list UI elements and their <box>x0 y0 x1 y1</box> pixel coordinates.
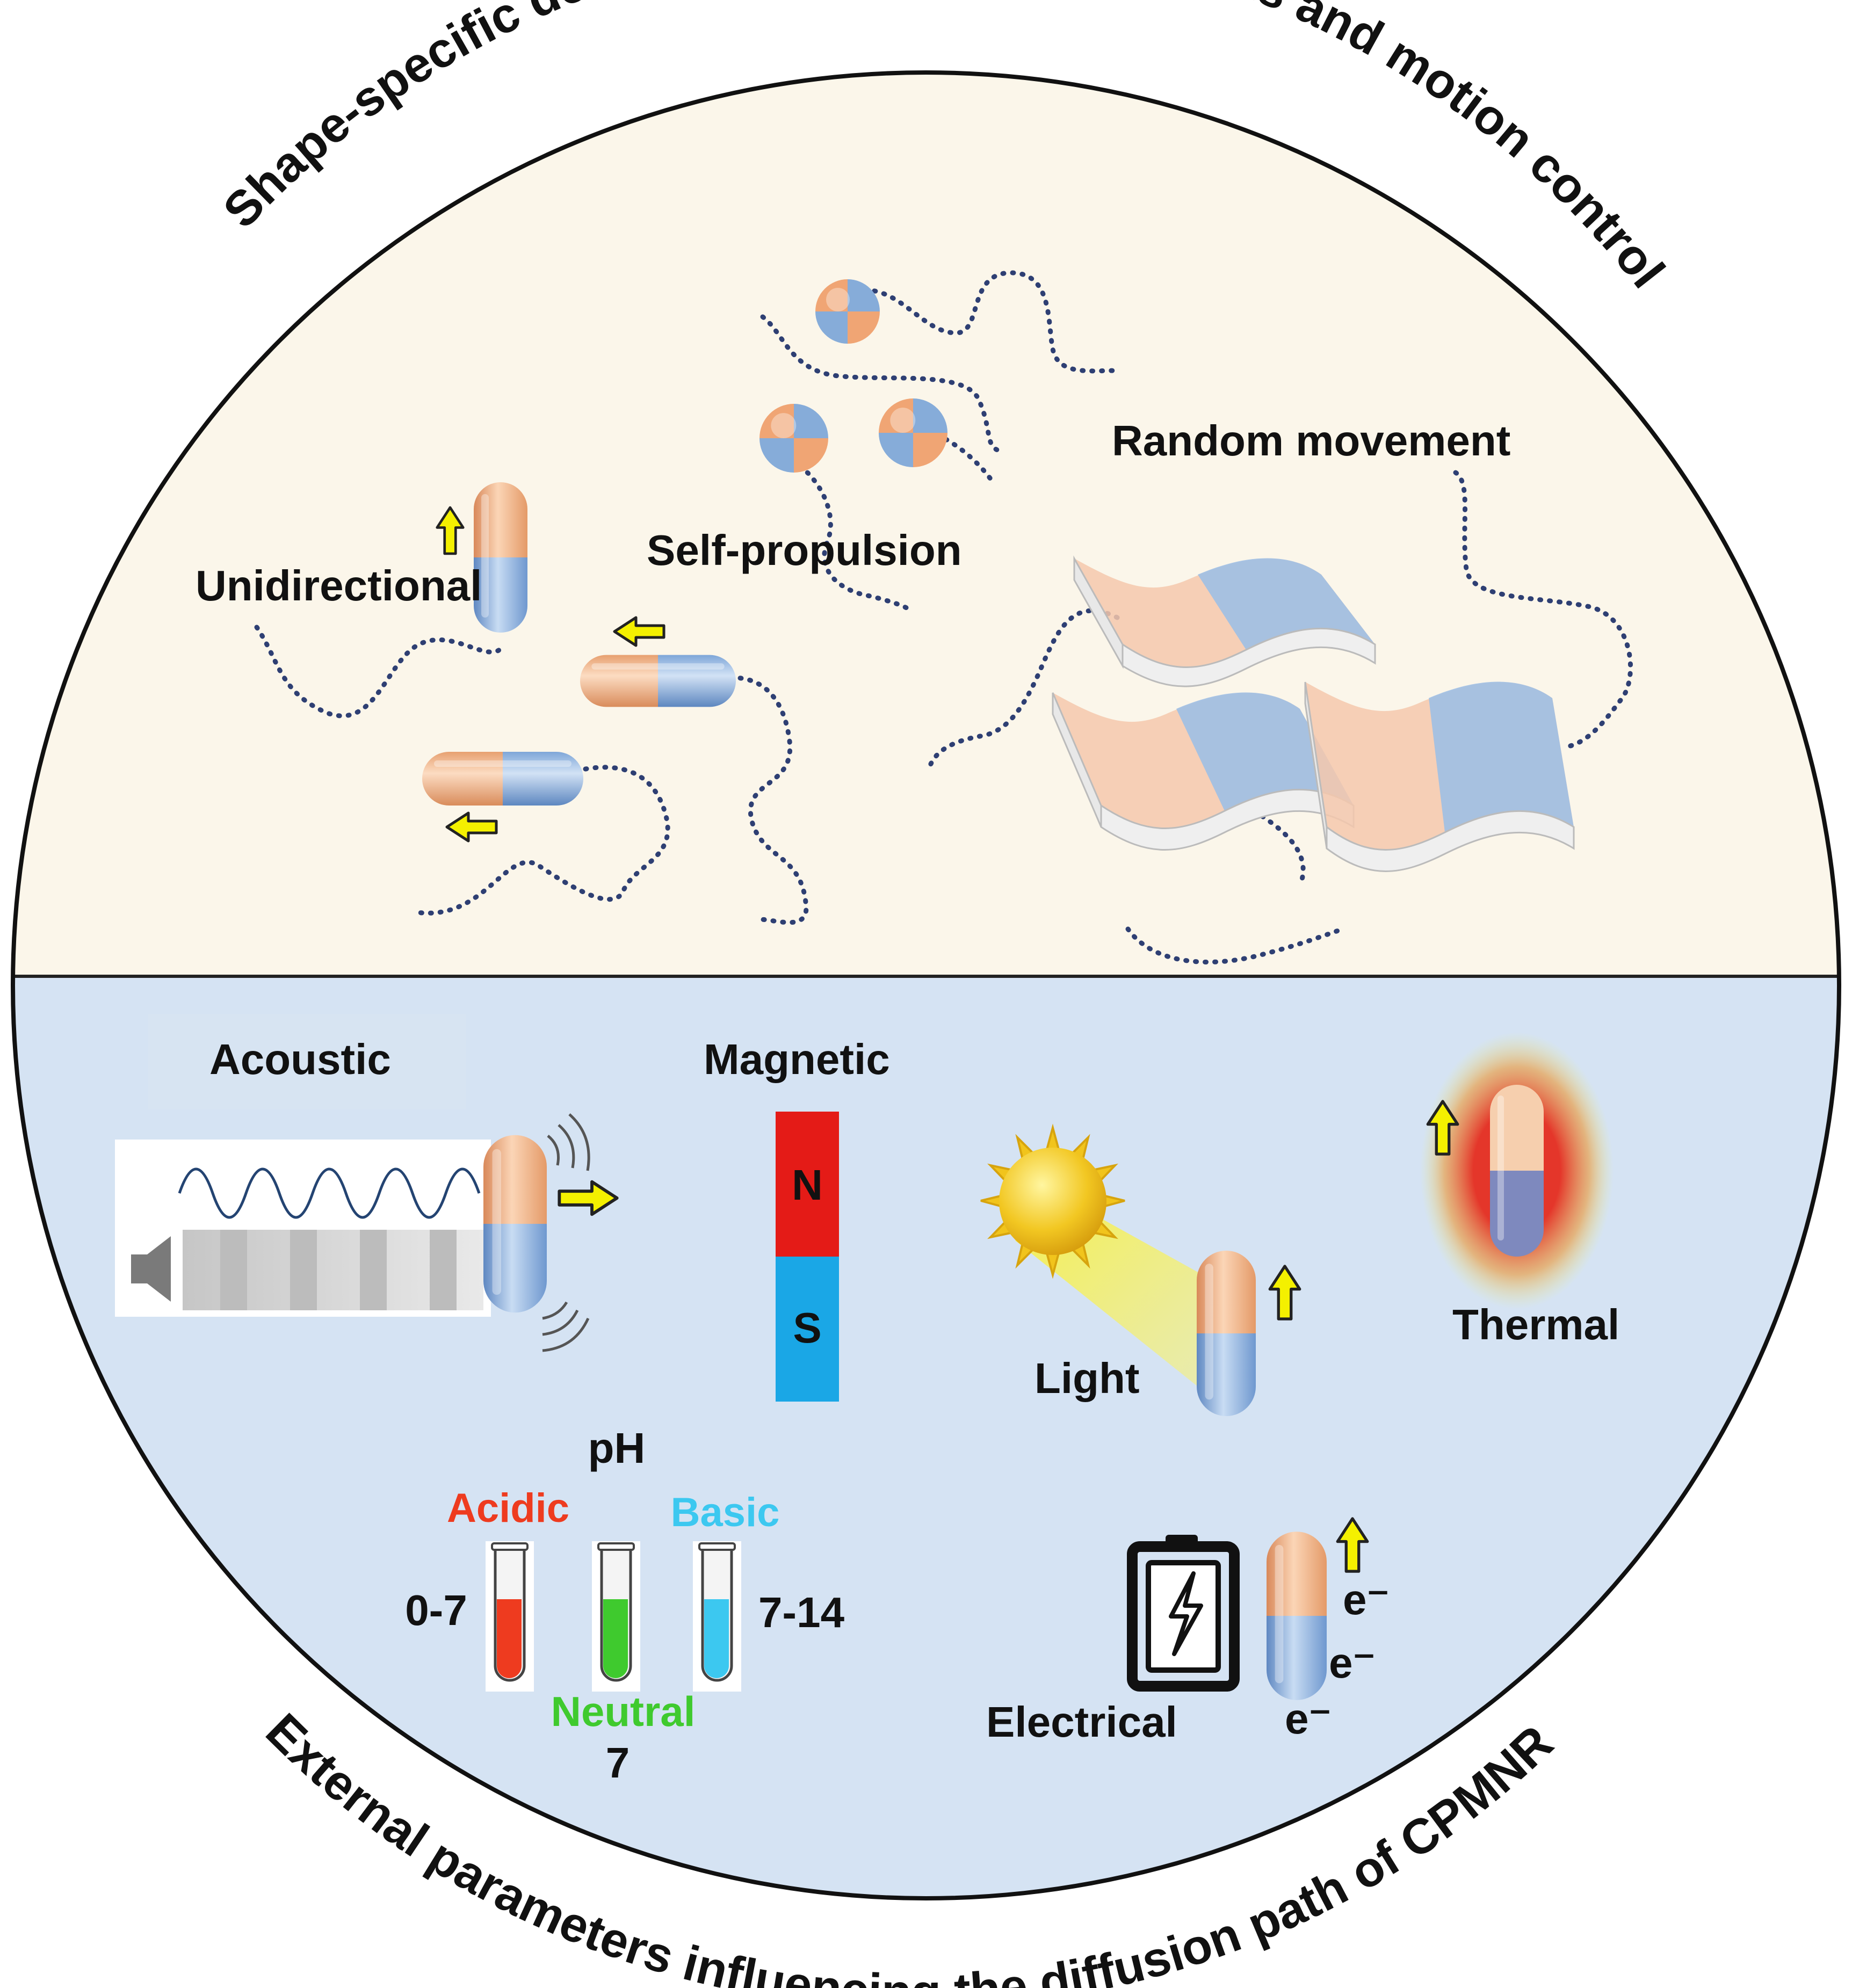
acoustic-label-box <box>148 1014 466 1109</box>
acidic-label: Acidic <box>447 1485 569 1531</box>
light-label: Light <box>1034 1354 1139 1402</box>
unidirectional-label: Unidirectional <box>196 562 482 610</box>
magnet-south-label: S <box>793 1304 821 1352</box>
janus-sphere <box>879 398 947 467</box>
rod-thermal <box>1490 1085 1544 1257</box>
wavy-sheet <box>1073 555 1376 687</box>
rod-horizontal <box>422 752 583 806</box>
battery-icon <box>1127 1535 1240 1692</box>
outer-circle <box>11 70 1841 1900</box>
vibration-marks <box>542 1113 590 1352</box>
janus-sphere <box>815 279 880 344</box>
magnet-north <box>776 1112 839 1257</box>
rod-horizontal <box>580 655 736 707</box>
wavy-sheet <box>1052 692 1355 851</box>
test-tube-icon <box>693 1541 741 1692</box>
magnetic-label: Magnetic <box>704 1035 890 1083</box>
neutral-label: Neutral <box>551 1688 696 1735</box>
acidic-range: 0-7 <box>405 1586 467 1634</box>
rod-acoustic <box>483 1135 547 1313</box>
magnet-south <box>776 1257 839 1402</box>
wavy-sheet <box>1304 681 1575 872</box>
janus-sphere <box>759 404 828 473</box>
electron-label: e⁻ <box>1285 1695 1332 1743</box>
random-movement-label: Random movement <box>1112 417 1510 465</box>
rod-electrical <box>1267 1532 1327 1700</box>
self-propulsion-label: Self-propulsion <box>647 526 962 574</box>
acoustic-label: Acoustic <box>209 1035 391 1083</box>
sun-icon <box>980 1123 1125 1279</box>
magnet-north-label: N <box>792 1161 823 1209</box>
electron-label: e⁻ <box>1343 1576 1390 1623</box>
test-tube-icon <box>592 1541 640 1692</box>
neutral-value: 7 <box>606 1739 630 1787</box>
electrical-label: Electrical <box>986 1698 1177 1746</box>
acoustic-field <box>115 1140 491 1317</box>
ph-title: pH <box>588 1424 646 1472</box>
rod-vertical <box>474 482 527 633</box>
thermal-label: Thermal <box>1452 1301 1619 1348</box>
magnet-icon <box>776 1112 839 1402</box>
rod-light <box>1197 1251 1256 1416</box>
basic-label: Basic <box>671 1490 780 1535</box>
electron-label: e⁻ <box>1329 1639 1376 1687</box>
speaker-icon <box>131 1236 171 1302</box>
basic-range: 7-14 <box>758 1588 845 1636</box>
test-tube-icon <box>486 1541 534 1692</box>
